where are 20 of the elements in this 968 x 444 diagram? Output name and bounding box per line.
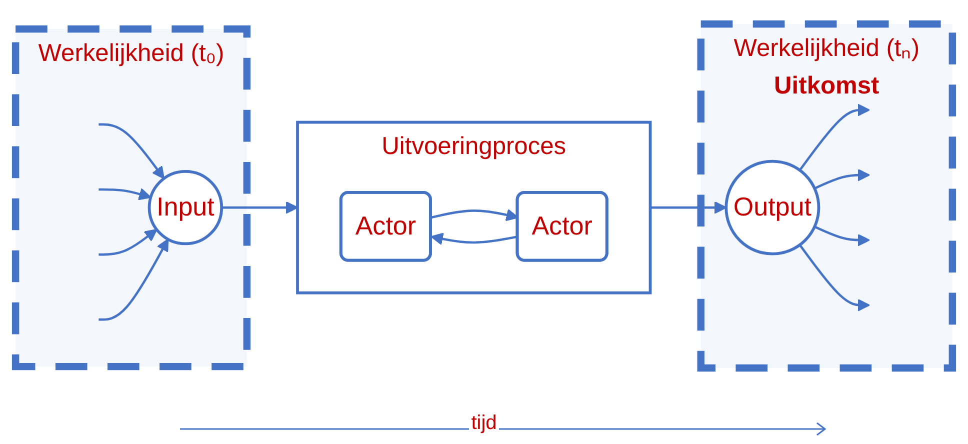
- reality-cloud: [697, 20, 956, 372]
- group-title: Uitvoeringproces: [382, 132, 566, 160]
- arrow: [814, 168, 870, 190]
- arrow: [98, 123, 165, 180]
- arrow: [98, 228, 158, 256]
- input-circle: Input: [148, 170, 224, 246]
- actor-box: Actor: [339, 190, 432, 262]
- group-title: Werkelijkheid (tₙ) Uitkomst: [734, 34, 920, 98]
- arrow: [814, 226, 870, 246]
- actor-box: Actor: [516, 190, 608, 262]
- arrow: [798, 244, 870, 312]
- arrow: [650, 201, 727, 214]
- output-circle: Output: [724, 160, 820, 256]
- axis-label: tijd: [469, 412, 499, 435]
- arrow: [798, 104, 870, 171]
- arrow: [222, 201, 298, 214]
- reality-cloud: [12, 25, 251, 370]
- group-title: Werkelijkheid (t₀): [38, 39, 224, 67]
- arrow: [98, 238, 169, 321]
- arrow: [98, 188, 152, 200]
